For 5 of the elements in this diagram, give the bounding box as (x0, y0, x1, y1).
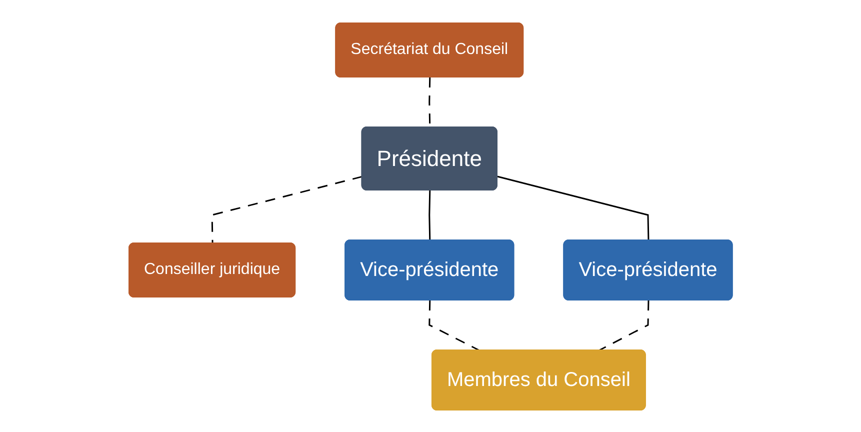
connector (428, 300, 480, 351)
connector (428, 190, 430, 240)
connector (211, 175, 362, 244)
connector (497, 175, 650, 240)
connector (598, 300, 650, 351)
